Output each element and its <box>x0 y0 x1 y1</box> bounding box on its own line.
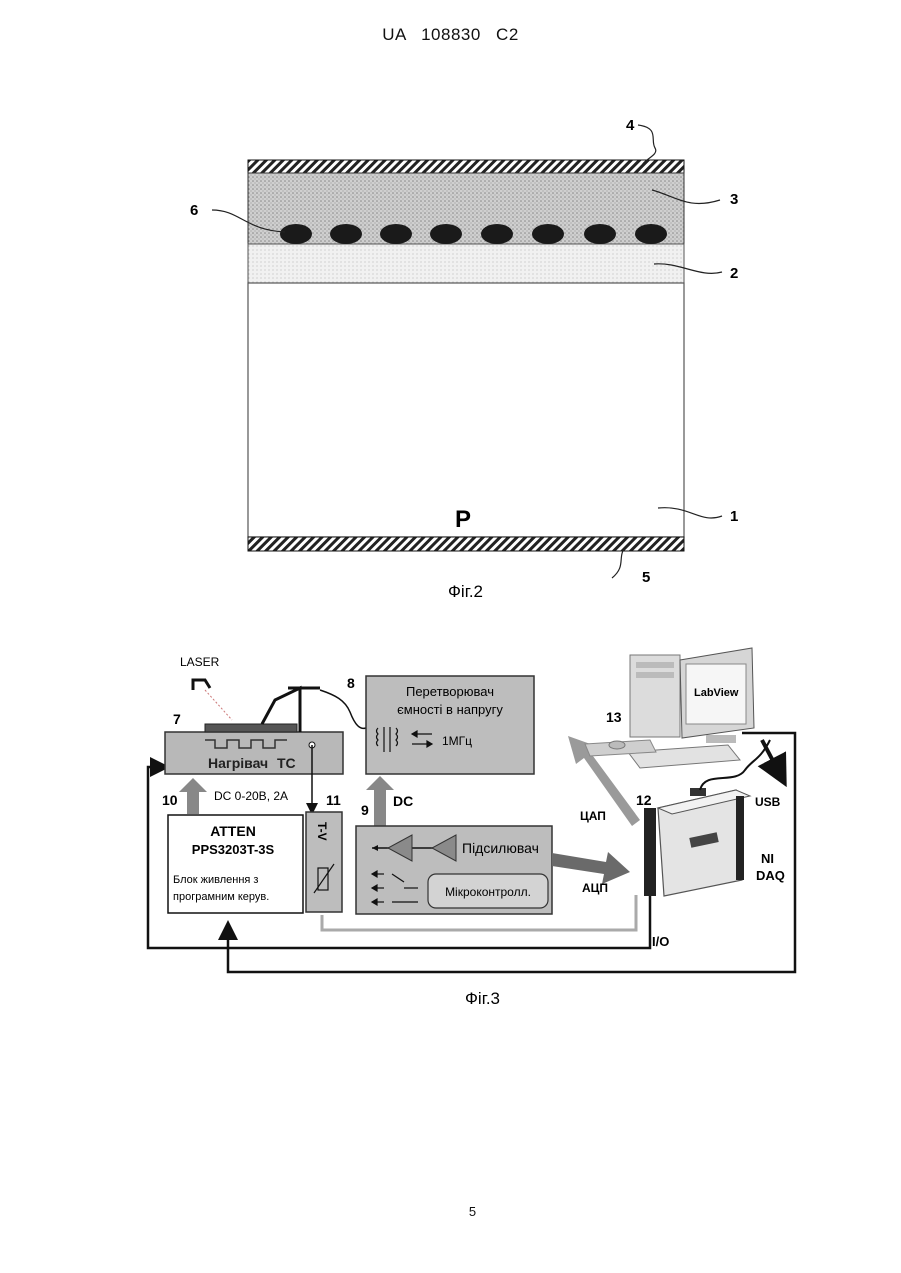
label-13: 13 <box>606 709 622 725</box>
label-10: 10 <box>162 792 178 808</box>
microcontroller-label: Мікроконтролл. <box>445 885 531 899</box>
label-4: 4 <box>626 117 635 134</box>
laser-beam <box>205 690 232 720</box>
psu-arrow <box>179 778 207 814</box>
converter-label-2: ємності в напругу <box>397 702 503 717</box>
heater-label: Нагрівач <box>208 755 268 771</box>
label-9: 9 <box>361 802 369 818</box>
tc-label: ТС <box>277 755 296 771</box>
top-contact-layer <box>248 160 684 173</box>
psu-desc-2: програмним керув. <box>173 891 269 903</box>
ni-label: NI <box>761 851 774 866</box>
label-12: 12 <box>636 792 652 808</box>
label-5: 5 <box>642 569 650 586</box>
label-11: 11 <box>326 792 341 808</box>
layer-2 <box>248 244 684 283</box>
usb-arrow <box>762 740 783 780</box>
tv-label: T-V <box>315 822 329 841</box>
substrate-layer-1 <box>248 283 684 537</box>
dielectric-layer-3 <box>248 173 684 244</box>
label-3: 3 <box>730 191 738 208</box>
label-7: 7 <box>173 711 181 727</box>
amplifier-label: Підсилювач <box>462 840 539 856</box>
particle <box>430 224 462 244</box>
particle <box>380 224 412 244</box>
io-label: I/O <box>652 934 669 949</box>
laser-icon <box>193 680 210 690</box>
psu-model: PPS3203T-3S <box>192 842 275 857</box>
dac-label: ЦАП <box>580 809 606 823</box>
figure-3: LASER 7 Нагрівач ТС 8 Перетворювач ємнос… <box>0 620 901 1020</box>
label-2: 2 <box>730 265 738 282</box>
figure-3-caption: Фіг.3 <box>465 989 500 1008</box>
frequency-label: 1МГц <box>442 734 472 748</box>
adc-arrow <box>552 852 630 884</box>
converter-label-1: Перетворювач <box>406 684 494 699</box>
psu-brand: ATTEN <box>210 823 256 839</box>
adc-label: АЦП <box>582 881 608 895</box>
dc-range-label: DC 0-20В, 2А <box>214 789 288 803</box>
sample <box>205 724 297 732</box>
laser-label: LASER <box>180 655 220 669</box>
figure-2-caption: Фіг.2 <box>448 582 483 601</box>
daq-label: DAQ <box>756 868 785 883</box>
labview-label: LabView <box>694 687 739 699</box>
page-number: 5 <box>0 1204 901 1219</box>
substrate-type-label: P <box>455 506 471 533</box>
dc-label: DC <box>393 793 413 809</box>
figure-2: 4 3 2 1 5 6 P Фіг.2 <box>0 0 901 620</box>
particle <box>280 224 312 244</box>
daq-device <box>644 788 750 896</box>
bottom-contact-layer <box>248 537 684 551</box>
psu-desc-1: Блок живлення з <box>173 874 258 886</box>
particle <box>330 224 362 244</box>
label-8: 8 <box>347 675 355 691</box>
usb-label: USB <box>755 795 781 809</box>
particle <box>635 224 667 244</box>
probe-wire <box>320 690 366 728</box>
particle <box>584 224 616 244</box>
computer-icon <box>585 648 754 768</box>
dc-arrow <box>366 776 394 826</box>
particle <box>532 224 564 244</box>
particle <box>481 224 513 244</box>
label-6: 6 <box>190 202 198 219</box>
label-1: 1 <box>730 508 738 525</box>
